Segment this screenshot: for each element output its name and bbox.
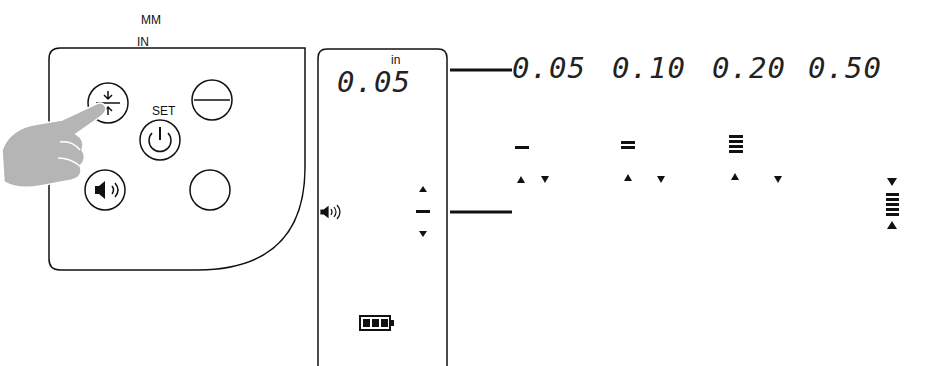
- leader-line: [450, 69, 512, 72]
- lcd-reading: 0.05: [337, 68, 411, 97]
- speaker-icon: [321, 205, 340, 219]
- keypad-panel: SET: [48, 47, 306, 271]
- button-label: SET: [152, 105, 175, 117]
- resolution-value: 0.05: [512, 54, 586, 83]
- bar-indicators: [515, 135, 899, 229]
- keypad-panel-outline: [48, 47, 306, 271]
- resolution-value: 0.10: [612, 54, 686, 83]
- leader-line: [450, 211, 512, 214]
- unit-label: in: [391, 54, 400, 66]
- resolution-value: 0.50: [808, 54, 882, 83]
- battery-icon: [360, 316, 394, 330]
- unit-label: IN: [137, 36, 149, 48]
- lcd-display: in 0.05: [317, 48, 448, 366]
- lcd-indicator: [416, 186, 430, 237]
- unit-label: MM: [141, 14, 161, 26]
- resolution-value: 0.20: [712, 54, 786, 83]
